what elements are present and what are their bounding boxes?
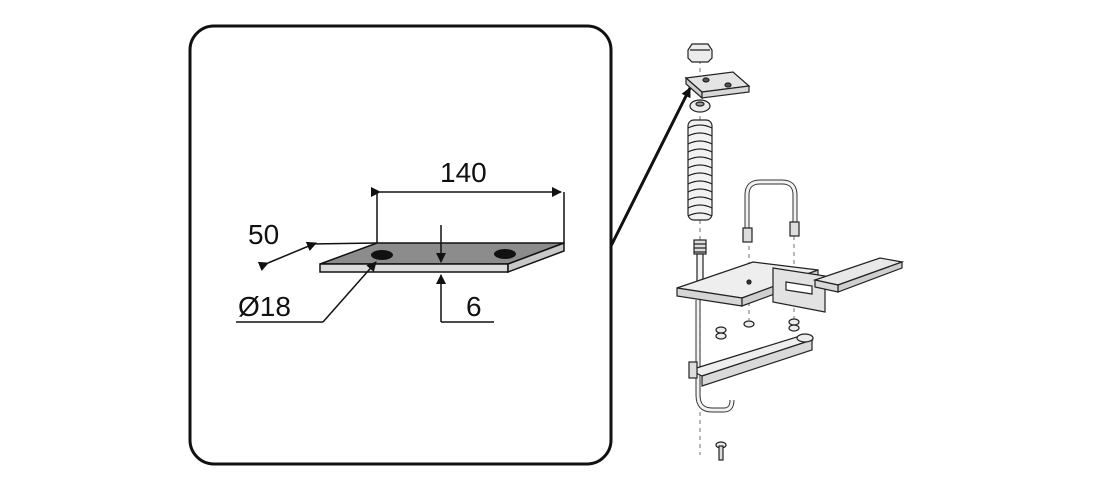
length-dimension: 140	[371, 157, 565, 243]
plate-right-edge	[507, 241, 565, 274]
width-label: 50	[248, 219, 279, 250]
bottom-bolt	[715, 441, 727, 461]
u-bolt	[742, 179, 800, 243]
washer	[689, 99, 711, 113]
thickness-dimension: 6	[436, 225, 494, 323]
bracket-nuts	[715, 318, 800, 340]
side-arm	[812, 257, 905, 293]
spring	[687, 119, 713, 221]
plate-hole-left	[371, 250, 393, 260]
small-plate	[684, 71, 751, 100]
hole-label: Ø18	[238, 291, 291, 322]
hole-diameter-callout: Ø18	[236, 261, 377, 323]
plate-hole-right	[494, 249, 516, 259]
exploded-assembly	[676, 43, 905, 461]
detail-callout: 140 50 Ø18 6	[188, 24, 613, 466]
detail-pointer-arrow	[609, 87, 692, 247]
plate-front-edge	[319, 263, 509, 273]
top-nut	[687, 43, 713, 63]
mounting-bracket	[676, 261, 835, 313]
thickness-label: 6	[466, 291, 482, 322]
length-label: 140	[440, 157, 487, 188]
lower-clamp	[688, 300, 814, 413]
width-dimension: 50	[248, 219, 378, 272]
